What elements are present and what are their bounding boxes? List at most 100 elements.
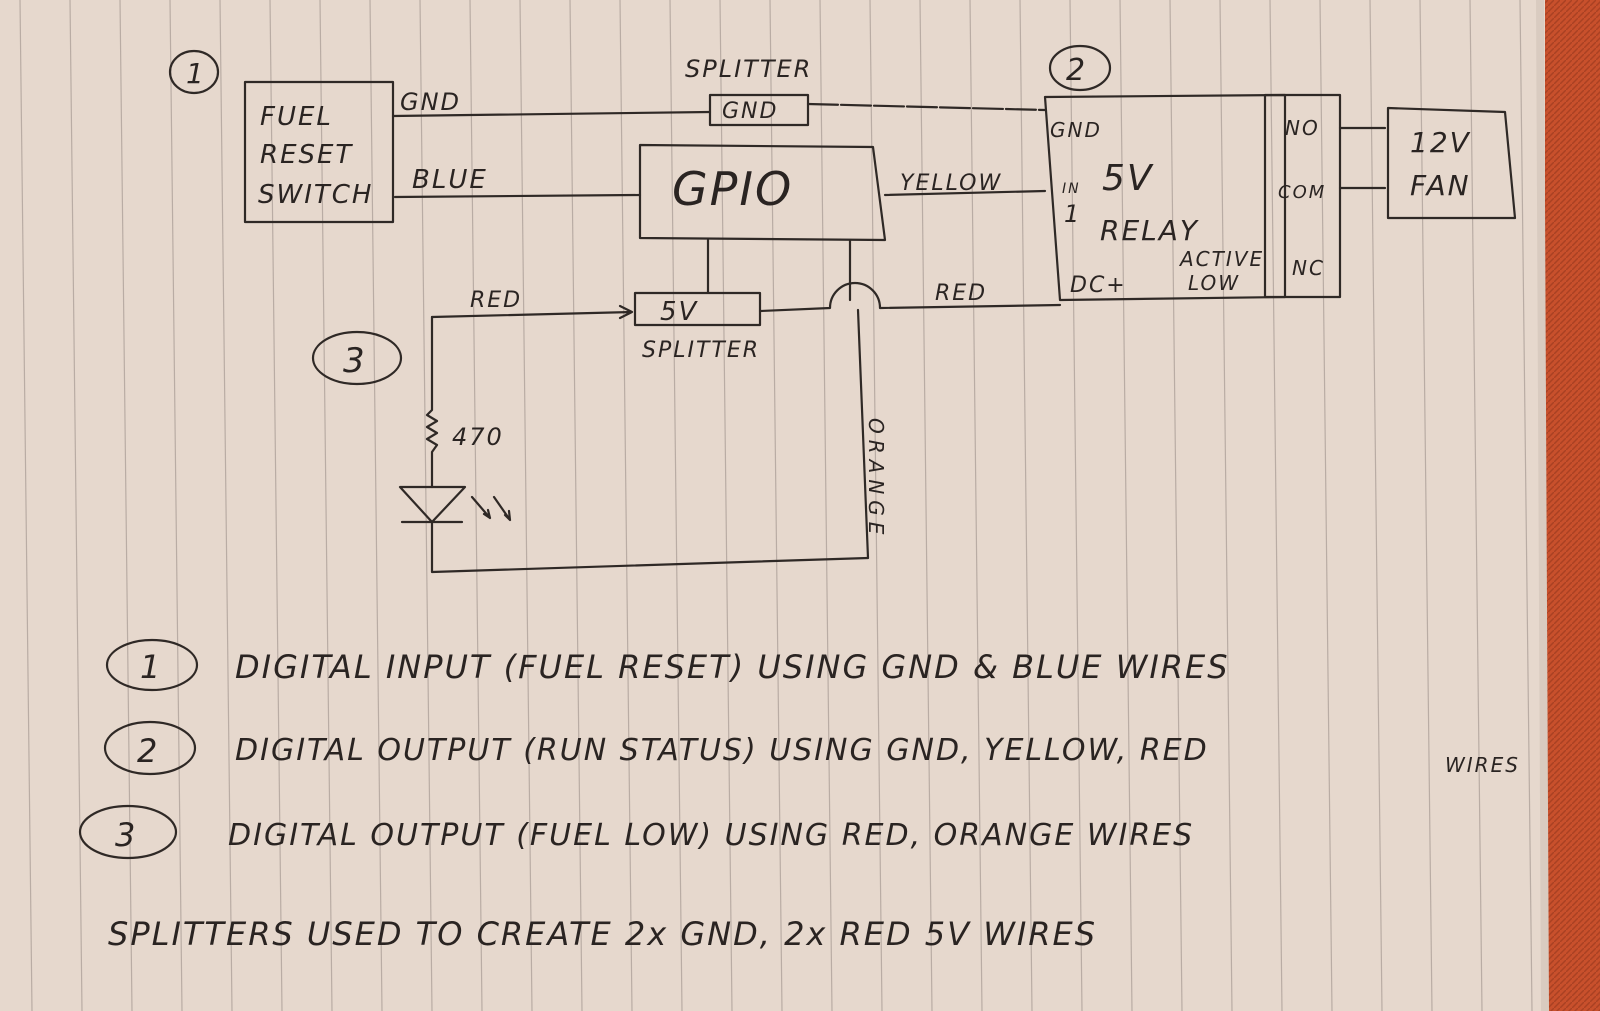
handwritten-label: 12V xyxy=(1410,126,1471,159)
handwritten-label: 2 xyxy=(137,732,159,770)
ruled-line xyxy=(819,0,833,1011)
handwritten-label: NO xyxy=(1285,116,1320,140)
handwritten-label: FUEL xyxy=(260,102,333,132)
ruled-line xyxy=(1419,0,1433,1011)
section-marker-3: 3 xyxy=(311,330,403,386)
ruled-line xyxy=(619,0,633,1011)
gnd-wire-label: GND xyxy=(400,88,461,116)
yellow-wire xyxy=(883,189,1047,197)
ink-stroke xyxy=(708,93,810,127)
ink-stroke xyxy=(168,49,220,95)
gnd-splitter: GND xyxy=(708,93,810,127)
blue-wire-label: BLUE xyxy=(412,165,488,195)
resistor-value: 470 xyxy=(452,423,504,451)
section-marker-2: 2 xyxy=(1048,44,1112,92)
red-wire-label-left: RED xyxy=(470,288,522,313)
ruled-line xyxy=(919,0,933,1011)
ink-stroke xyxy=(1338,126,1387,190)
handwritten-label: IN xyxy=(1062,181,1081,197)
ruled-line xyxy=(1369,0,1383,1011)
relay-module: GND IN 1 5V RELAY ACTIVE LOW DC+ NO COM … xyxy=(1043,93,1342,302)
orange-wire xyxy=(848,238,870,560)
led xyxy=(398,485,870,574)
ink-stroke xyxy=(1048,44,1112,92)
ruled-line xyxy=(1519,0,1533,1011)
ruled-line xyxy=(19,0,33,1011)
handwritten-label: GPIO xyxy=(672,162,793,216)
handwritten-label: DIGITAL OUTPUT (RUN STATUS) USING GND, Y… xyxy=(235,733,1209,768)
section-marker-1: 1 xyxy=(168,49,220,95)
ink-stroke xyxy=(105,638,199,692)
ink-stroke xyxy=(806,102,1047,112)
ink-stroke xyxy=(78,804,178,860)
orange-wire-label: ORANGE xyxy=(864,418,888,540)
ruled-line xyxy=(1319,0,1333,1011)
handwritten-label: RELAY xyxy=(1100,214,1199,247)
ruled-line xyxy=(669,0,683,1011)
handwritten-label: 5V xyxy=(660,297,699,327)
ruled-line xyxy=(1069,0,1083,1011)
resistor xyxy=(425,315,439,489)
ruled-line xyxy=(419,0,433,1011)
blue-wire xyxy=(393,193,642,199)
ruled-line xyxy=(469,0,483,1011)
notes: 1 DIGITAL INPUT (FUEL RESET) USING GND &… xyxy=(78,638,1520,953)
handwritten-label: 2 xyxy=(1066,53,1087,88)
handwritten-label: LOW xyxy=(1188,271,1240,295)
ink-stroke xyxy=(1386,106,1517,220)
handwritten-label: 1 xyxy=(1064,200,1081,228)
handwritten-label: 1 xyxy=(186,57,206,90)
red-wire-label-right: RED xyxy=(935,281,987,306)
handwritten-label: DIGITAL OUTPUT (FUEL LOW) USING RED, ORA… xyxy=(228,818,1194,853)
ruled-line xyxy=(1469,0,1483,1011)
ruled-line xyxy=(519,0,533,1011)
ink-stroke xyxy=(633,291,762,327)
handwritten-label: WIRES xyxy=(1445,753,1520,777)
handwritten-label: 1 xyxy=(140,648,162,686)
ruled-line xyxy=(1219,0,1233,1011)
handwritten-label: 3 xyxy=(115,816,137,854)
handwritten-label: RESET xyxy=(260,140,353,170)
fuel-reset-switch: FUEL RESET SWITCH xyxy=(243,80,395,224)
handwritten-label: SPLITTERS USED TO CREATE 2x GND, 2x RED … xyxy=(108,915,1097,953)
handwritten-label: 5V xyxy=(1102,158,1154,199)
ruled-line xyxy=(569,0,583,1011)
handwritten-label: DIGITAL INPUT (FUEL RESET) USING GND & B… xyxy=(235,648,1230,686)
handwritten-label: COM xyxy=(1278,182,1326,203)
ruled-line xyxy=(269,0,283,1011)
ruled-line xyxy=(169,0,183,1011)
handwritten-label: GND xyxy=(1050,118,1102,142)
ruled-line xyxy=(1119,0,1133,1011)
led-light-arrows xyxy=(470,495,512,522)
handwritten-label: NC xyxy=(1292,256,1325,280)
ruled-line xyxy=(1169,0,1183,1011)
ruled-line xyxy=(719,0,733,1011)
ruled-line xyxy=(319,0,333,1011)
handwritten-label: GND xyxy=(722,99,778,124)
handwritten-label: 3 xyxy=(343,341,367,381)
ink-stroke xyxy=(103,720,197,776)
ruled-line xyxy=(219,0,233,1011)
ruled-line xyxy=(369,0,383,1011)
ink-stroke xyxy=(311,330,403,386)
gnd-wire xyxy=(391,110,712,118)
handwritten-label: SWITCH xyxy=(258,180,373,210)
handwritten-label: ACTIVE xyxy=(1178,247,1264,271)
ruled-line xyxy=(769,0,783,1011)
handwritten-label: FAN xyxy=(1410,169,1471,202)
5v-splitter-title: SPLITTER xyxy=(642,338,760,363)
ruled-line xyxy=(119,0,133,1011)
ink-stroke xyxy=(638,143,887,242)
gpio-block: GPIO xyxy=(638,143,887,242)
ink-stroke xyxy=(1263,93,1342,299)
ruled-line xyxy=(1269,0,1283,1011)
ruled-line xyxy=(69,0,83,1011)
notebook-ruled-lines xyxy=(19,0,1533,1011)
handwritten-label: DC+ xyxy=(1070,273,1127,298)
5v-splitter: 5V xyxy=(633,291,762,327)
ruled-line xyxy=(1019,0,1033,1011)
12v-fan: 12V FAN xyxy=(1386,106,1517,220)
ruled-line xyxy=(969,0,983,1011)
ink-stroke xyxy=(243,80,395,224)
